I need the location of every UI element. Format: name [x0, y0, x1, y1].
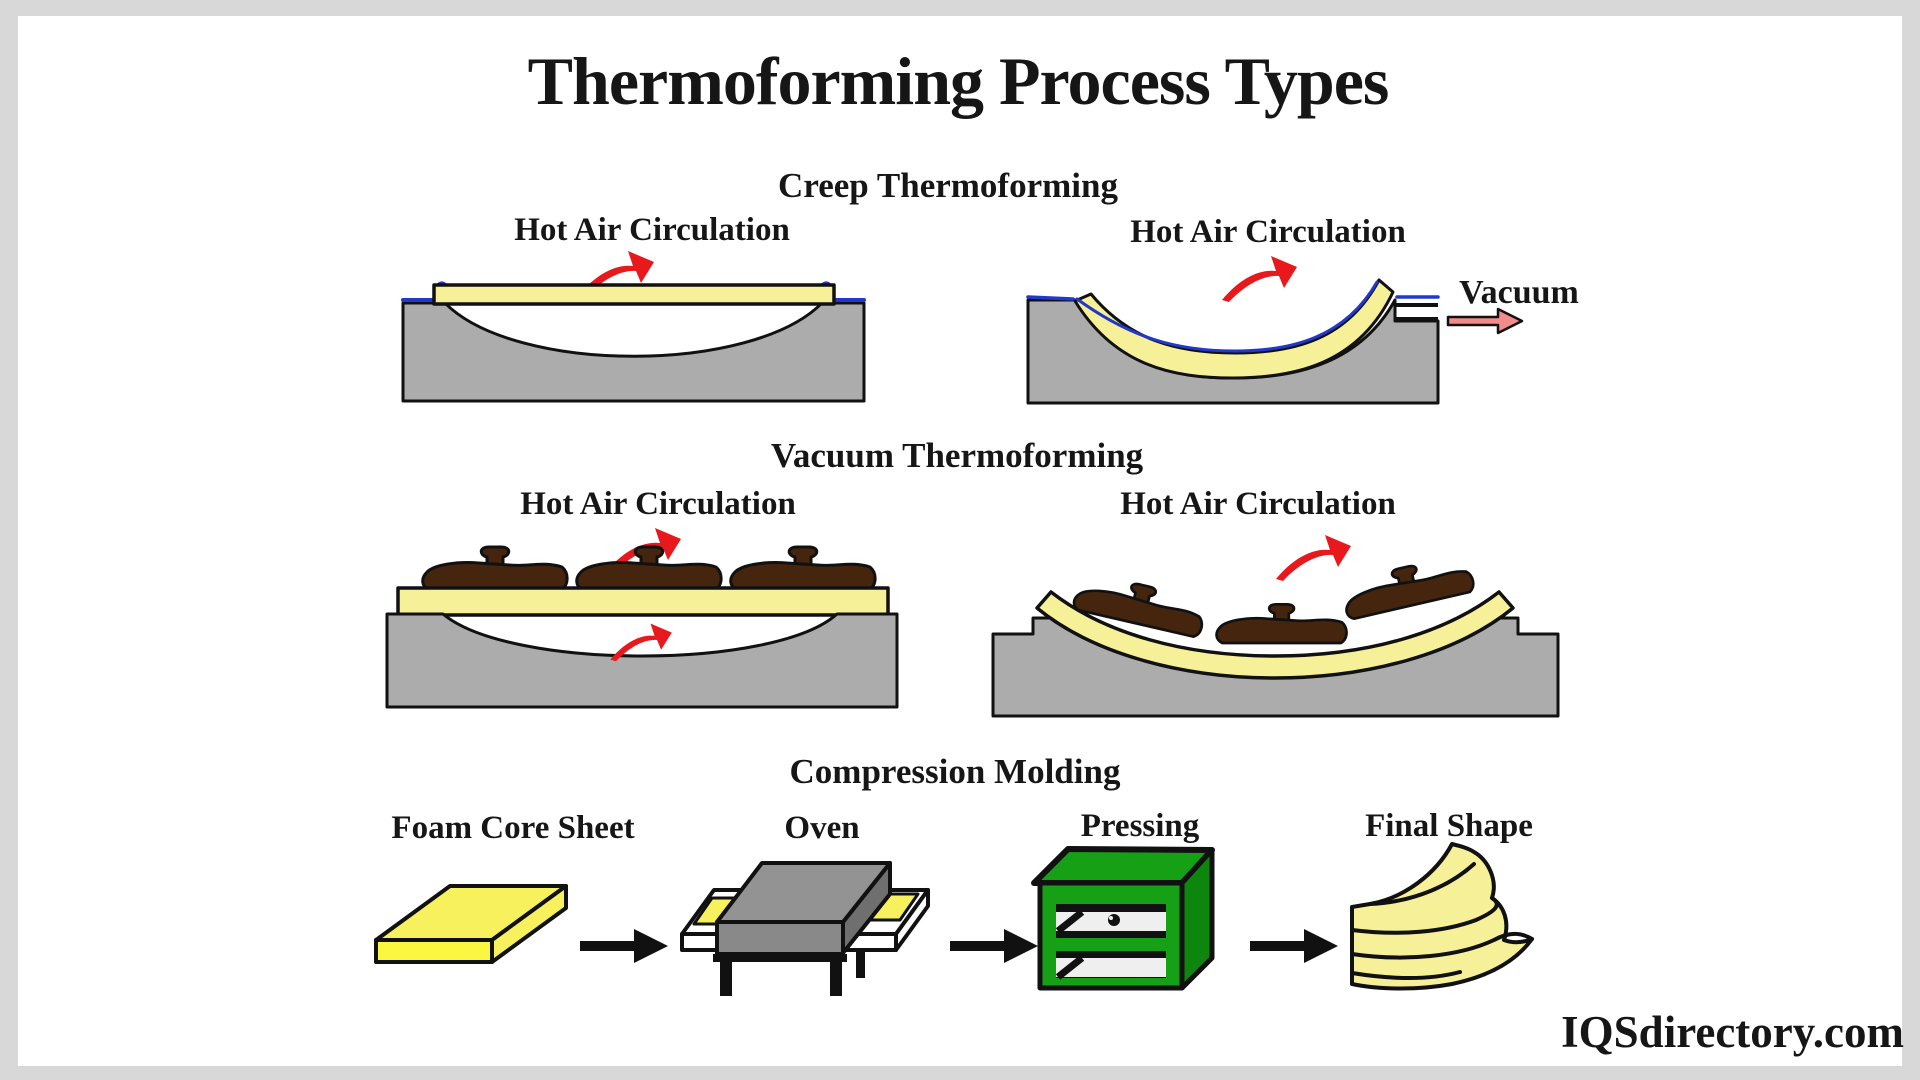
- hot-air-arrow-icon: [1222, 256, 1297, 302]
- vacuum-label: Vacuum: [1459, 274, 1579, 311]
- watermark-iqsdirectory: IQSdirectory.com: [1561, 1007, 1904, 1057]
- diagram-page: [18, 16, 1902, 1066]
- plastic-sheet: [396, 586, 890, 617]
- oven-diagram: [680, 861, 930, 996]
- oven-leg: [720, 962, 732, 996]
- layer-line: [1368, 862, 1476, 906]
- mold: [385, 612, 899, 709]
- ceramic-heater: [575, 545, 723, 592]
- hot-air-arrow-icon: [1276, 535, 1351, 581]
- vacuum-formed-stage-diagram: [991, 564, 1560, 718]
- tray-side: [894, 888, 930, 952]
- oven-leg: [856, 948, 865, 978]
- creep-section-heading: Creep Thermoforming: [778, 166, 1118, 205]
- sheet-front-face: [374, 938, 494, 964]
- page-title: Thermoforming Process Types: [527, 43, 1390, 119]
- mold: [401, 301, 866, 403]
- vacuum-arrow-icon: [1446, 307, 1524, 335]
- foam-core-sheet-diagram: [374, 884, 568, 964]
- layer-line: [1350, 896, 1499, 935]
- oven-frame-beam: [713, 954, 847, 962]
- press-knob-highlight: [1109, 916, 1113, 920]
- press-band: [1056, 938, 1166, 951]
- press-platen: [1056, 958, 1166, 977]
- ceramic-heater: [1215, 602, 1348, 645]
- vacuum-heating-stage-diagram: [385, 545, 899, 709]
- curved-stack-silhouette: [1350, 842, 1534, 991]
- formed-plastic-sheet: [1073, 278, 1395, 380]
- vacuum-channel-line: [1395, 317, 1438, 321]
- ceramic-heater: [421, 545, 569, 592]
- step-label-foam-core-sheet: Foam Core Sheet: [391, 810, 635, 846]
- film-line: [1026, 295, 1075, 301]
- plastic-sheet: [432, 283, 836, 306]
- compression-section-heading: Compression Molding: [789, 752, 1121, 791]
- formed-plastic-sheet: [1035, 590, 1515, 680]
- creep-right-hot-air-label: Hot Air Circulation: [1130, 214, 1406, 250]
- creep-flat-sheet-mold-diagram: [401, 281, 866, 403]
- hot-air-arrow-icon: [610, 623, 672, 662]
- flow-arrow-icon: [580, 929, 668, 963]
- vacuum-section-heading: Vacuum Thermoforming: [770, 436, 1144, 475]
- platen-edge-line: [1055, 909, 1085, 934]
- flow-arrow-icon: [950, 929, 1038, 963]
- vacuum-right-hot-air-label: Hot Air Circulation: [1120, 486, 1396, 522]
- ceramic-heater: [1072, 582, 1204, 639]
- oven-leg: [830, 962, 842, 996]
- step-label-final-shape: Final Shape: [1365, 808, 1533, 844]
- final-shape-diagram: [1350, 842, 1534, 991]
- step-label-pressing: Pressing: [1080, 808, 1200, 844]
- layer-line: [1350, 931, 1534, 960]
- flow-arrow-icon: [1250, 929, 1338, 963]
- oven-front-face: [715, 920, 845, 956]
- ceramic-heater: [1345, 564, 1475, 621]
- ceramic-heater: [729, 545, 877, 592]
- vacuum-left-hot-air-label: Hot Air Circulation: [520, 486, 796, 522]
- sheet-side-face: [490, 884, 568, 964]
- step-label-oven: Oven: [784, 810, 860, 846]
- press-knob: [1108, 914, 1120, 926]
- platen-edge-line: [1055, 955, 1085, 980]
- creep-left-hot-air-label: Hot Air Circulation: [514, 212, 790, 248]
- layer-line: [1350, 970, 1462, 981]
- film-line: [1075, 280, 1379, 353]
- press-diagram: [1031, 846, 1215, 991]
- creep-formed-sheet-mold-diagram: [1026, 278, 1440, 405]
- vacuum-channel-line: [1395, 303, 1438, 307]
